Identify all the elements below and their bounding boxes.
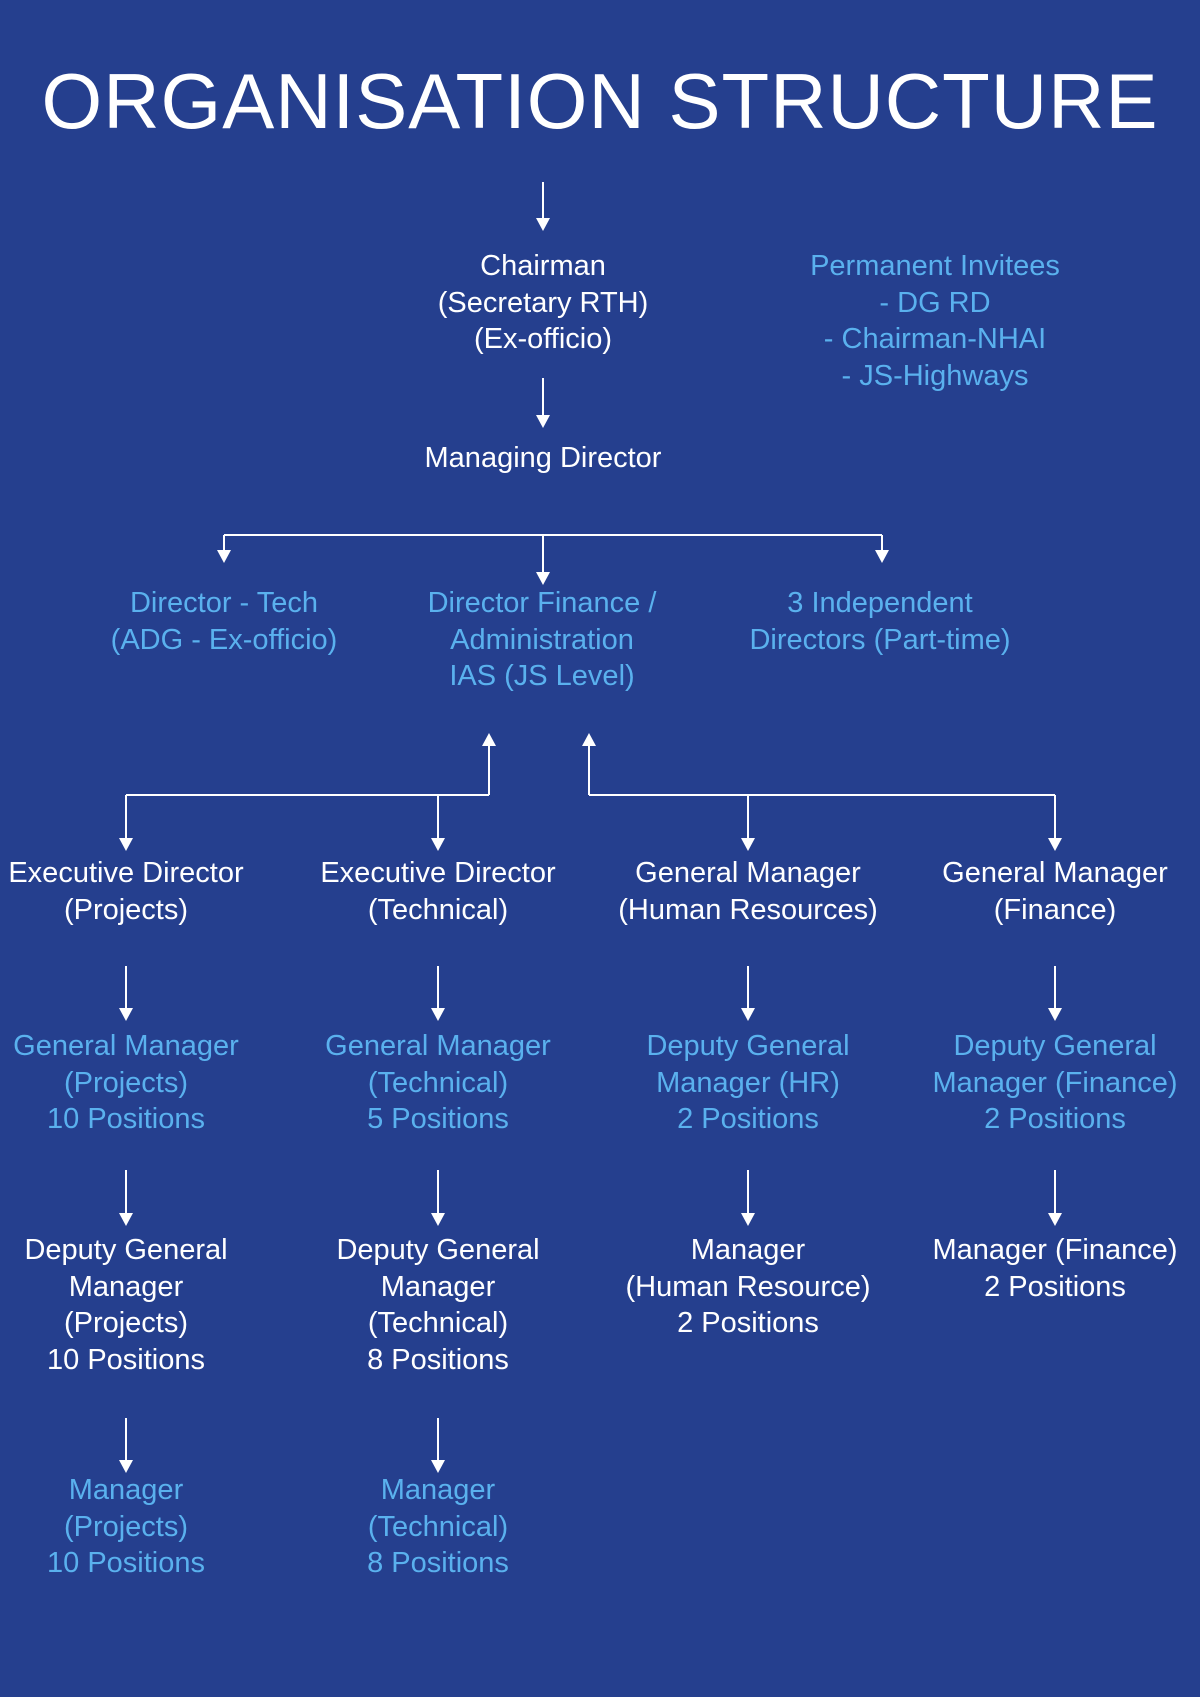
node-text-line: Deputy General [24, 1234, 228, 1266]
node-text-line: Director - Tech [129, 587, 319, 619]
node-text-line: (Projects) [63, 1510, 189, 1543]
general-manager-finance-node: General Manager (Finance) [942, 855, 1168, 928]
arrow-head-down [119, 1460, 133, 1473]
node-text-line: General Manager [942, 857, 1168, 889]
node-text-line: 2 Positions [677, 1307, 819, 1339]
node-text-line: IAS (JS Level) [449, 660, 635, 692]
node-text-line: Manager [68, 1270, 184, 1303]
arrow-head-down [536, 572, 550, 585]
arrow-head-down [1048, 1008, 1062, 1021]
managing-director-node: Managing Director [425, 440, 662, 477]
node-text-line: (Projects) [63, 1307, 189, 1339]
arrow-head-down [1048, 1213, 1062, 1226]
arrow-head-down [119, 1008, 133, 1021]
arrow-head-down [119, 1213, 133, 1226]
chairman-node: Chairman (Secretary RTH) (Ex-officio) [438, 248, 649, 358]
node-text-line: Manager [68, 1474, 184, 1506]
node-text-line: (Human Resource) [625, 1270, 871, 1303]
node-text-line: (ADG - Ex-officio) [110, 623, 338, 656]
executive-director-technical-node: Executive Director (Technical) [320, 855, 555, 928]
arrow-head-down [741, 1213, 755, 1226]
node-text-line: (Secretary RTH) [437, 286, 649, 319]
node-text-line: Managing Director [424, 442, 662, 474]
node-text-line: Directors (Part-time) [749, 623, 1011, 656]
node-text-line: 2 Positions [984, 1270, 1126, 1303]
node-text-line: General Manager [635, 857, 861, 889]
arrow-head-down [431, 1008, 445, 1021]
node-text-line: (Human Resources) [618, 893, 878, 926]
node-text-line: 8 Positions [367, 1547, 509, 1579]
manager-finance-node: Manager (Finance) 2 Positions [933, 1232, 1178, 1305]
arrow-head-down [431, 838, 445, 851]
node-text-line: 2 Positions [984, 1103, 1126, 1135]
node-text-line: Chairman [480, 250, 606, 282]
arrow-head-down [536, 218, 550, 231]
arrow-head-down [1048, 838, 1062, 851]
node-text-line: Permanent Invitees [810, 250, 1060, 282]
node-text-line: 3 Independent [787, 587, 973, 619]
node-text-line: (Technical) [367, 1510, 509, 1543]
node-text-line: Manager [380, 1474, 496, 1506]
node-text-line: General Manager [325, 1030, 551, 1062]
node-text-line: Manager (HR) [656, 1066, 840, 1099]
arrow-head-up [482, 733, 496, 746]
arrow-head-down [119, 838, 133, 851]
arrow-head-up [582, 733, 596, 746]
node-text-line: General Manager [13, 1030, 239, 1062]
node-text-line: Executive Director [8, 857, 244, 889]
manager-technical-node: Manager (Technical) 8 Positions [367, 1472, 509, 1582]
node-text-line: - JS-Highways [841, 359, 1029, 392]
node-text-line: (Projects) [63, 1066, 189, 1099]
node-text-line: 10 Positions [47, 1103, 205, 1135]
general-manager-hr-node: General Manager (Human Resources) [618, 855, 877, 928]
node-text-line: (Projects) [63, 893, 189, 926]
node-text-line: Administration [450, 623, 634, 656]
manager-hr-node: Manager (Human Resource) 2 Positions [626, 1232, 871, 1342]
arrow-head-down [431, 1460, 445, 1473]
node-text-line: - DG RD [879, 286, 991, 319]
page-title: ORGANISATION STRUCTURE [41, 57, 1159, 145]
node-text-line: Deputy General [336, 1234, 540, 1266]
node-text-line: 5 Positions [367, 1103, 509, 1135]
node-text-line: Director Finance / [427, 587, 657, 619]
arrow-head-down [741, 838, 755, 851]
general-manager-technical-node: General Manager (Technical) 5 Positions [325, 1028, 551, 1138]
node-text-line: Deputy General [646, 1030, 850, 1062]
permanent-invitees-node: Permanent Invitees - DG RD - Chairman-NHAI… [810, 248, 1060, 394]
node-text-line: (Technical) [367, 1066, 509, 1099]
node-text-line: Deputy General [953, 1030, 1157, 1062]
node-text-line: (Technical) [367, 1307, 509, 1339]
node-text-line: 8 Positions [367, 1343, 509, 1376]
node-text-line: Manager (Finance) [932, 1066, 1178, 1099]
node-text-line: 10 Positions [47, 1547, 205, 1579]
director-tech-node: Director - Tech (ADG - Ex-officio) [111, 585, 338, 658]
node-text-line: Executive Director [320, 857, 556, 889]
arrow-head-down [217, 550, 231, 563]
node-text-line: Manager (Finance) [932, 1234, 1178, 1266]
general-manager-projects-node: General Manager (Projects) 10 Positions [13, 1028, 239, 1138]
node-text-line: Manager [690, 1234, 806, 1266]
node-text-line: Manager [380, 1270, 496, 1303]
arrow-head-down [741, 1008, 755, 1021]
node-text-line: 2 Positions [677, 1103, 819, 1135]
executive-director-projects-node: Executive Director (Projects) [8, 855, 243, 928]
node-text-line: (Technical) [367, 893, 509, 926]
manager-projects-node: Manager (Projects) 10 Positions [47, 1472, 205, 1582]
node-text-line: (Finance) [993, 893, 1117, 926]
node-text-line: (Ex-officio) [473, 323, 613, 355]
arrow-head-down [431, 1213, 445, 1226]
node-text-line: - Chairman-NHAI [823, 323, 1047, 355]
arrow-head-down [875, 550, 889, 563]
arrow-head-down [536, 415, 550, 428]
node-text-line: 10 Positions [47, 1343, 205, 1376]
